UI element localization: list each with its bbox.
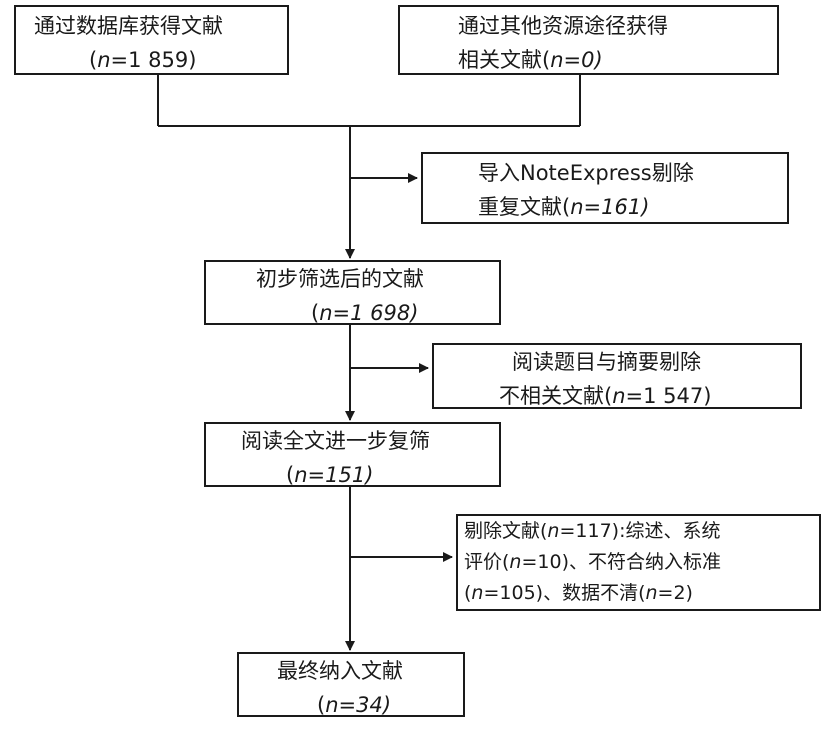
box-fulltext: 阅读全文进一步复筛 (n=151) xyxy=(204,422,501,487)
box-title-abstract: 阅读题目与摘要剔除 不相关文献(n=1 547) xyxy=(432,343,802,409)
box-final: 最终纳入文献 (n=34) xyxy=(237,652,465,717)
box-other-source: 通过其他资源途径获得 相关文献(n=0) xyxy=(398,5,779,75)
box-initial-screen-line1: 初步筛选后的文献 xyxy=(256,267,424,291)
box-fulltext-line2: (n=151) xyxy=(286,463,374,487)
box-excluded: 剔除文献(n=117):综述、系统 评价(n=10)、不符合纳入标准 (n=10… xyxy=(456,514,821,611)
box-title-abstract-line1: 阅读题目与摘要剔除 xyxy=(512,350,701,374)
box-initial-screen: 初步筛选后的文献 (n=1 698) xyxy=(204,260,501,325)
box-final-line1: 最终纳入文献 xyxy=(277,659,403,683)
box-database-source-line2: (n=1 859) xyxy=(89,48,197,72)
box-database-source: 通过数据库获得文献 (n=1 859) xyxy=(14,5,289,75)
box-dedupe: 导入NoteExpress剔除 重复文献(n=161) xyxy=(421,152,789,224)
box-excluded-line1: 剔除文献(n=117):综述、系统 xyxy=(464,520,721,542)
box-dedupe-line1: 导入NoteExpress剔除 xyxy=(478,161,694,185)
box-database-source-line1: 通过数据库获得文献 xyxy=(34,14,223,38)
box-final-line2: (n=34) xyxy=(317,693,392,717)
box-other-source-line1: 通过其他资源途径获得 xyxy=(458,14,668,38)
box-dedupe-line2: 重复文献(n=161) xyxy=(478,195,650,219)
box-excluded-line3: (n=105)、数据不清(n=2) xyxy=(464,582,693,604)
box-other-source-line2: 相关文献(n=0) xyxy=(458,48,603,72)
box-excluded-line2: 评价(n=10)、不符合纳入标准 xyxy=(464,551,721,573)
box-title-abstract-line2: 不相关文献(n=1 547) xyxy=(499,384,712,408)
box-initial-screen-line2: (n=1 698) xyxy=(311,301,419,325)
box-fulltext-line1: 阅读全文进一步复筛 xyxy=(241,429,430,453)
